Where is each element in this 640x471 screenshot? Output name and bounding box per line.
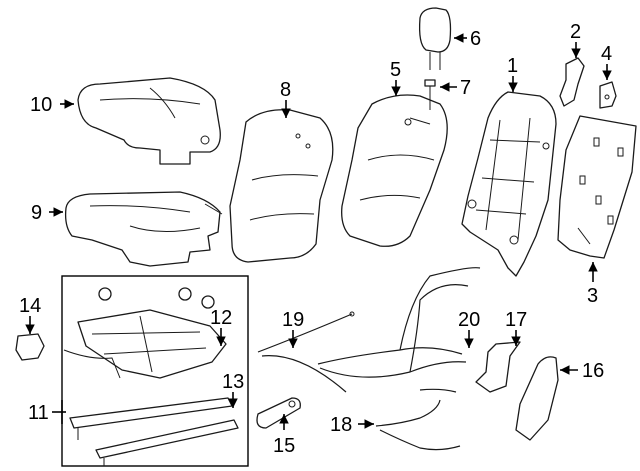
part-17-bracket (475, 341, 521, 393)
part-9-seat-cushion-pad (64, 191, 223, 267)
part-20-cable-assembly (317, 267, 481, 393)
part-12-seat-adjuster (63, 287, 227, 379)
callout-12: 12 (210, 307, 232, 329)
callout-16: 16 (582, 360, 604, 382)
callout-1: 1 (507, 55, 518, 77)
callout-13: 13 (222, 371, 244, 393)
callout-5: 5 (390, 59, 401, 81)
callout-4: 4 (601, 43, 612, 65)
part-7-headrest-guide (424, 79, 436, 110)
part-13-seat-tracks (69, 397, 239, 466)
callout-17: 17 (505, 309, 527, 331)
part-15-release-handle (256, 397, 301, 429)
callout-10: 10 (30, 94, 52, 116)
part-3-back-panel (557, 115, 637, 259)
callout-15: 15 (273, 435, 295, 457)
callout-2: 2 (570, 21, 581, 43)
part-8-seatback-pad (229, 109, 334, 263)
callout-7: 7 (460, 77, 471, 99)
callout-11: 11 (28, 402, 49, 424)
callout-18: 18 (330, 414, 352, 436)
part-14-small-cover (15, 333, 45, 361)
callout-3: 3 (587, 285, 598, 307)
part-4-small-bracket (599, 81, 617, 109)
callout-8: 8 (280, 79, 291, 101)
part-5-seatback-cover (341, 94, 448, 247)
part-1-seatback-frame (461, 91, 557, 277)
part-2-frame-bracket (559, 57, 585, 107)
part-16-side-cover (515, 356, 559, 441)
part-10-seat-cushion-cover (77, 77, 221, 165)
part-6-headrest (418, 7, 452, 70)
part-11-group-box (61, 275, 249, 467)
part-18-cable (375, 399, 461, 451)
callout-20: 20 (458, 309, 480, 331)
callout-14: 14 (19, 295, 41, 317)
callout-leaders (25, 33, 612, 430)
part-19-cable (257, 311, 355, 393)
callout-9: 9 (31, 202, 42, 224)
callout-6: 6 (470, 28, 481, 50)
callout-19: 19 (282, 309, 304, 331)
callout-labels: 10 9 8 5 6 7 1 2 4 3 12 13 11 14 15 16 1… (19, 21, 612, 457)
